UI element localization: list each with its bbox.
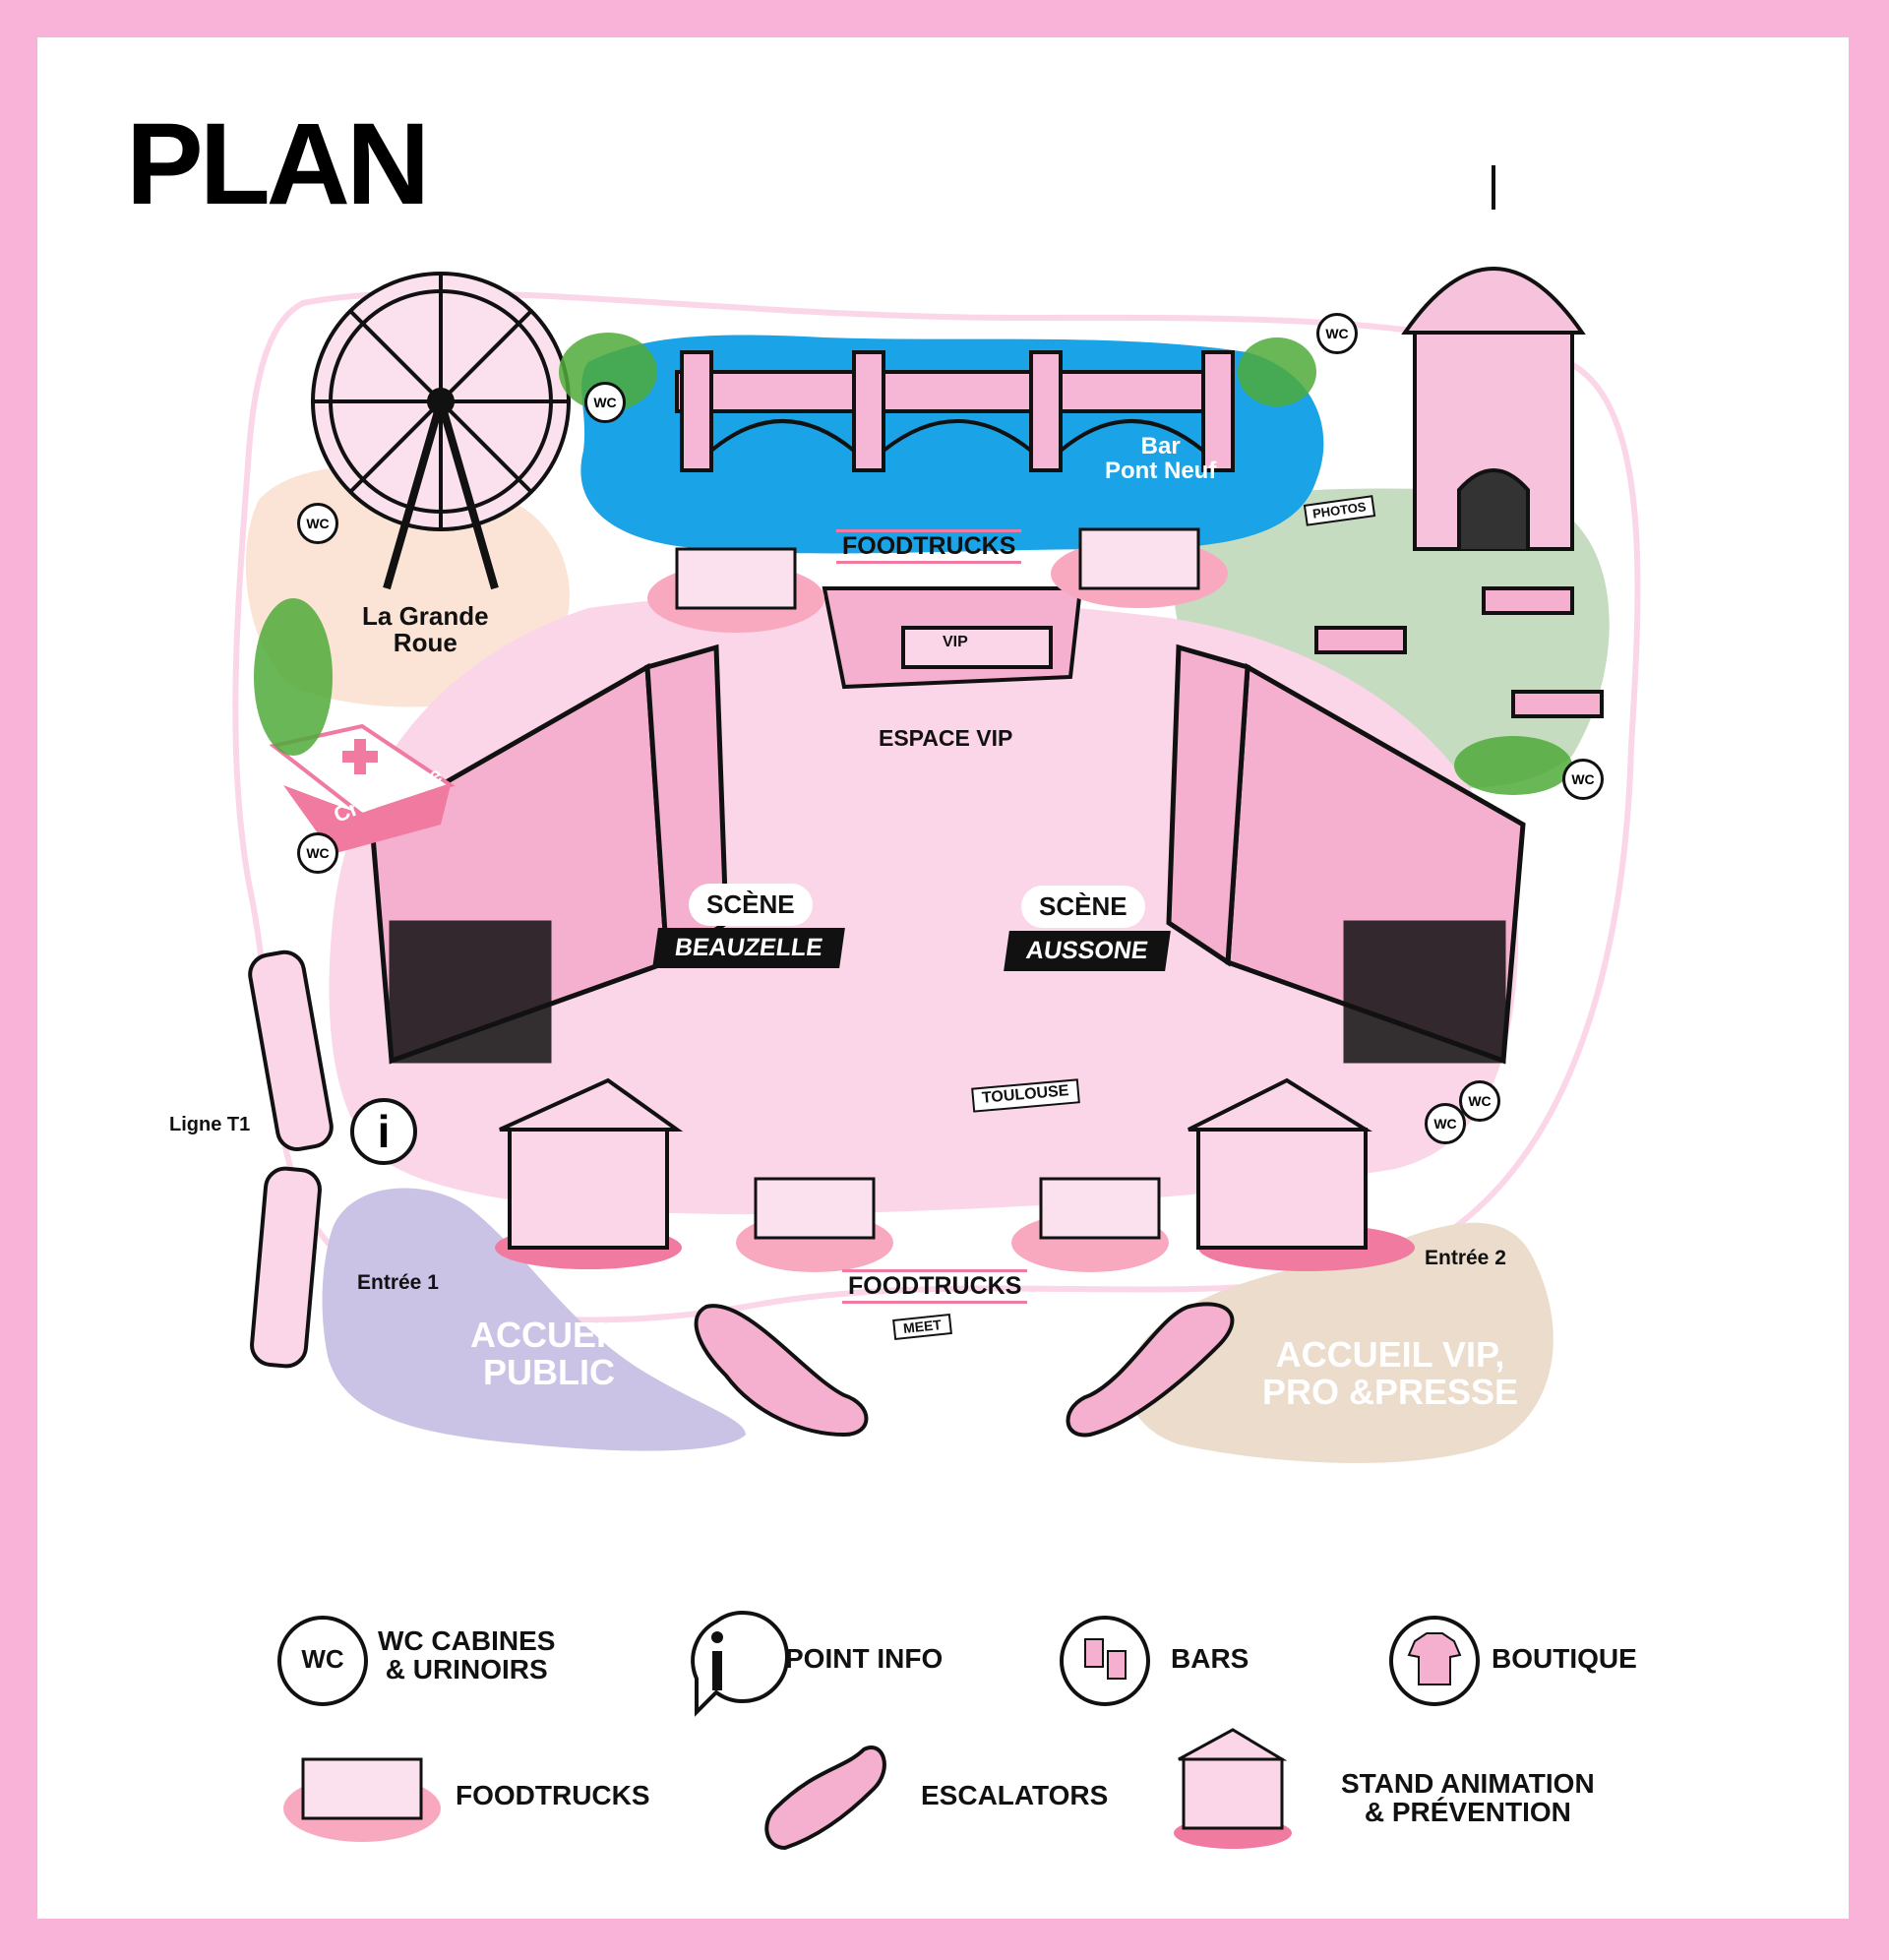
legend-stand: STAND ANIMATION & PRÉVENTION	[1341, 1769, 1595, 1827]
legend-boutique: BOUTIQUE	[1492, 1643, 1637, 1674]
wc-icon[interactable]: WC	[1562, 759, 1604, 800]
site-map	[232, 165, 1641, 1851]
legend-icons	[277, 1611, 1480, 1851]
label-grande-roue: La Grande Roue	[362, 601, 489, 658]
label-accueil-vip: ACCUEIL VIP, PRO &PRESSE	[1261, 1334, 1519, 1412]
label-entree-1: Entrée 1	[357, 1271, 439, 1294]
label-espace-vip: ESPACE VIP	[879, 725, 1013, 751]
foodtruck-bottom-right	[1011, 1177, 1169, 1272]
wc-icon[interactable]: WC	[297, 503, 338, 544]
legend-bars-label: BARS	[1171, 1643, 1249, 1674]
legend-info-label: POINT INFO	[785, 1643, 944, 1674]
label-foodtrucks-bottom: FOODTRUCKS	[842, 1269, 1028, 1304]
stand-house-left	[495, 1077, 684, 1269]
stage-label-scene-left: SCÈNE	[689, 884, 813, 926]
wc-icon[interactable]: WC	[1459, 1080, 1500, 1122]
label-accueil-public: ACCUEIL PUBLIC	[470, 1315, 628, 1392]
legend-bars: BARS	[1171, 1643, 1249, 1674]
legend-boutique-label: BOUTIQUE	[1492, 1643, 1637, 1674]
wc-icon[interactable]: WC	[297, 832, 338, 874]
legend-stand-label: STAND ANIMATION & PRÉVENTION	[1341, 1768, 1595, 1828]
legend-foodtrucks-label: FOODTRUCKS	[456, 1780, 650, 1810]
label-foodtrucks-top: FOODTRUCKS	[836, 529, 1022, 564]
escalator-left	[694, 1304, 869, 1438]
legend-wc-label: WC CABINES & URINOIRS	[378, 1625, 556, 1685]
label-bar-pont-neuf: Bar Pont Neuf	[1105, 433, 1217, 485]
dome-building	[1401, 165, 1586, 551]
label-entree-2: Entrée 2	[1425, 1247, 1506, 1269]
tram-line-t1	[248, 949, 334, 1369]
label-ligne-t1: Ligne T1	[169, 1114, 251, 1135]
stage-label-scene-right: SCÈNE	[1021, 886, 1145, 928]
wc-icon[interactable]: WC	[1425, 1103, 1466, 1144]
legend-escalators: ESCALATORS	[921, 1780, 1109, 1810]
wc-icon[interactable]: WC	[1316, 313, 1358, 354]
info-icon[interactable]: i	[350, 1098, 417, 1165]
legend-escalators-label: ESCALATORS	[921, 1780, 1109, 1810]
legend-wc-icon: WC	[301, 1644, 344, 1674]
stage-name-aussone: AUSSONE	[1004, 931, 1171, 971]
stand-house-right	[1188, 1077, 1415, 1271]
foodtruck-bottom-left	[736, 1177, 893, 1272]
sign-vip: VIP	[943, 634, 968, 650]
accueil-public-area	[322, 1188, 746, 1451]
wc-icon[interactable]: WC	[584, 382, 626, 423]
escalator-right	[1066, 1302, 1235, 1438]
foodtruck-top-right	[1051, 527, 1228, 608]
vip-stand	[822, 586, 1083, 690]
foodtruck-top-left	[647, 547, 824, 633]
legend-wc: WC CABINES & URINOIRS	[378, 1626, 555, 1684]
accueil-vip-area	[1127, 1222, 1554, 1463]
pont-neuf-bridge	[675, 350, 1235, 472]
page-title: PLAN	[126, 99, 430, 229]
map-canvas: PLAN	[37, 37, 1849, 1919]
trees	[254, 333, 1572, 795]
legend-foodtrucks: FOODTRUCKS	[456, 1780, 650, 1810]
ferris-wheel	[311, 272, 571, 590]
picnic-tables	[1314, 586, 1604, 718]
stage-name-beauzelle: BEAUZELLE	[652, 928, 845, 968]
legend-info: POINT INFO	[785, 1643, 944, 1674]
stage-aussone	[1166, 643, 1526, 1065]
